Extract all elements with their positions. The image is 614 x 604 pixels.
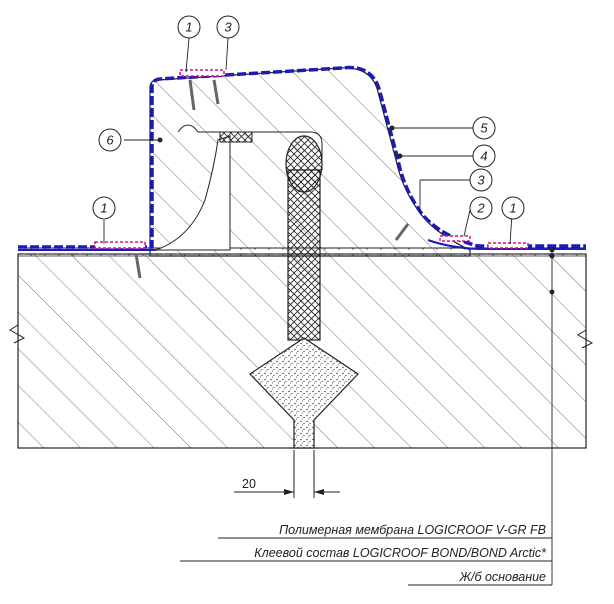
svg-text:6: 6 <box>106 133 114 148</box>
legend-adhesive: Клеевой состав LOGICROOF BOND/BOND Arcti… <box>254 546 547 560</box>
svg-text:5: 5 <box>480 121 488 136</box>
svg-text:3: 3 <box>224 20 232 35</box>
break-line-left <box>9 324 26 344</box>
legend-membrane: Полимерная мембрана LOGICROOF V-GR FB <box>279 523 546 537</box>
callout-1-left: 1 <box>92 196 116 220</box>
callout-3-right: 3 <box>469 168 493 192</box>
anchors <box>134 79 410 279</box>
callout-2: 2 <box>469 196 493 220</box>
callout-4: 4 <box>472 144 496 168</box>
svg-text:1: 1 <box>185 20 192 35</box>
svg-text:4: 4 <box>480 149 487 164</box>
dimension-20: 20 <box>234 450 340 498</box>
svg-text:1: 1 <box>509 201 516 216</box>
svg-text:1: 1 <box>100 201 107 216</box>
callout-5: 5 <box>472 116 496 140</box>
dimension-label: 20 <box>242 477 256 491</box>
callout-1-top: 1 <box>177 15 201 39</box>
callout-1-right: 1 <box>501 196 525 220</box>
break-line-right <box>577 329 594 349</box>
filler-diamond <box>249 337 359 449</box>
legend-base: Ж/б основание <box>459 570 547 584</box>
fastener-strips <box>94 69 529 249</box>
membrane-layer <box>18 65 586 251</box>
leader-lines <box>103 37 555 586</box>
cavity-outline <box>177 124 323 170</box>
callout-6: 6 <box>98 128 122 152</box>
legend: Полимерная мембрана LOGICROOF V-GR FB Кл… <box>254 523 547 584</box>
callout-3-top: 3 <box>216 15 240 39</box>
svg-text:2: 2 <box>476 201 485 216</box>
insulation-wedge <box>155 135 231 251</box>
svg-text:3: 3 <box>477 173 485 188</box>
sealing-column <box>285 135 323 341</box>
